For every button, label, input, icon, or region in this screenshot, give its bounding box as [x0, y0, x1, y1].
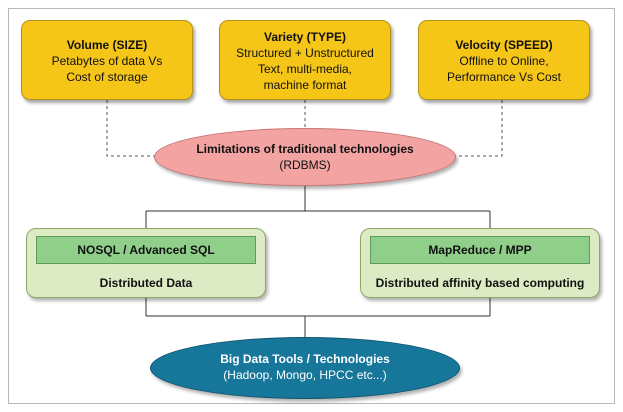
velocity-box: Velocity (SPEED) Offline to Online, Perf…	[418, 20, 590, 100]
bigdata-title: Big Data Tools / Technologies	[220, 352, 390, 366]
limitations-subtitle: (RDBMS)	[279, 158, 331, 172]
variety-line-1: Structured + Unstructured	[236, 46, 374, 60]
bigdata-subtitle: (Hadoop, Mongo, HPCC etc...)	[223, 368, 387, 382]
velocity-line-2: Performance Vs Cost	[446, 70, 562, 84]
diagram-frame	[8, 8, 615, 404]
limitations-ellipse: Limitations of traditional technologies …	[154, 128, 456, 186]
mapreduce-text: Distributed affinity based computing	[375, 276, 585, 290]
volume-line-1: Petabytes of data Vs	[51, 54, 163, 68]
mapreduce-header: MapReduce / MPP	[370, 236, 590, 264]
velocity-title: Velocity (SPEED)	[455, 38, 553, 52]
bigdata-ellipse: Big Data Tools / Technologies (Hadoop, M…	[150, 337, 460, 399]
nosql-text: Distributed Data	[99, 276, 193, 290]
variety-line-3: machine format	[263, 78, 347, 92]
nosql-header: NOSQL / Advanced SQL	[36, 236, 256, 264]
variety-box: Variety (TYPE) Structured + Unstructured…	[219, 20, 391, 100]
limitations-title: Limitations of traditional technologies	[196, 142, 414, 156]
volume-title: Volume (SIZE)	[66, 38, 148, 52]
variety-title: Variety (TYPE)	[263, 30, 347, 44]
connector-velocity	[453, 100, 503, 157]
variety-line-2: Text, multi-media,	[257, 62, 353, 76]
mapreduce-box: MapReduce / MPP Distributed affinity bas…	[360, 228, 600, 298]
connector-volume	[106, 100, 157, 157]
velocity-line-1: Offline to Online,	[459, 54, 549, 68]
volume-box: Volume (SIZE) Petabytes of data Vs Cost …	[21, 20, 193, 100]
nosql-box: NOSQL / Advanced SQL Distributed Data	[26, 228, 266, 298]
volume-line-2: Cost of storage	[66, 70, 148, 84]
